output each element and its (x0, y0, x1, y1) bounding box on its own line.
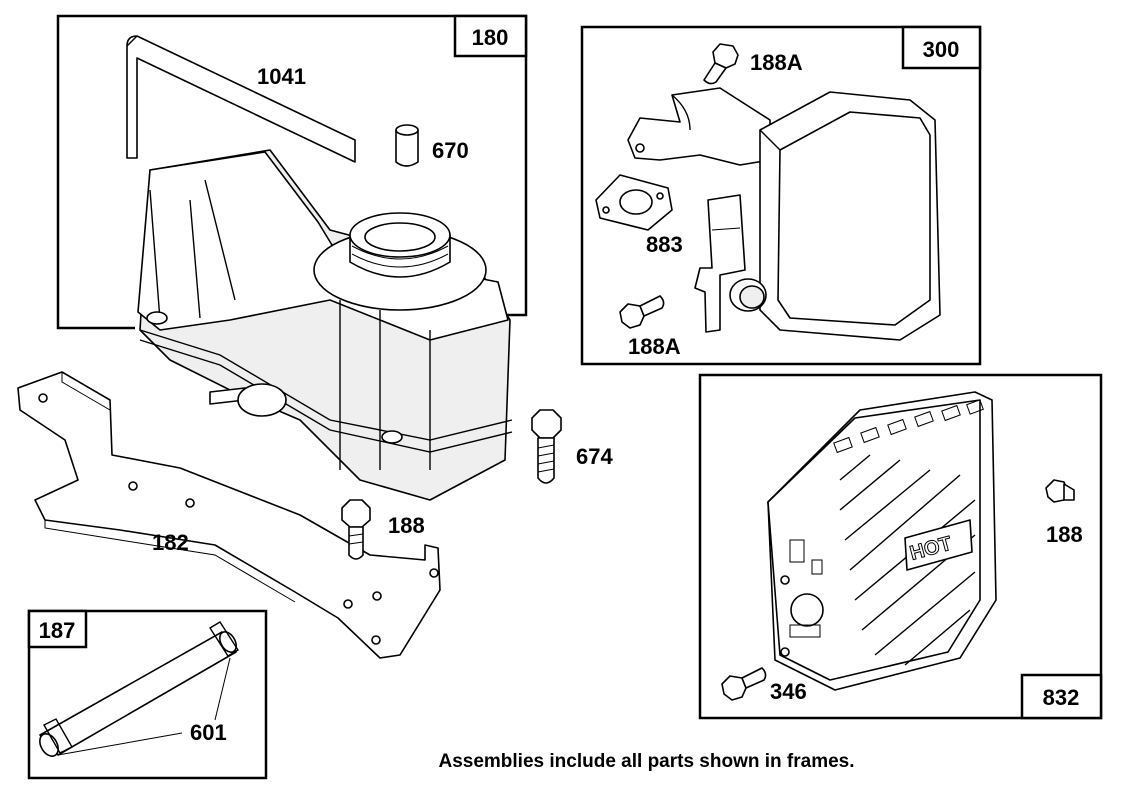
rod-part-1041 (126, 35, 356, 163)
frame-832: 832 (698, 373, 1103, 720)
fuel-line-part-601 (39, 621, 239, 757)
label-674: 674 (576, 444, 613, 469)
label-670: 670 (432, 138, 469, 163)
label-188-guard: 188 (1046, 522, 1083, 547)
bolt-part-188A-top (703, 43, 739, 85)
label-883: 883 (646, 232, 683, 257)
frame-187-label: 187 (39, 618, 76, 643)
label-346: 346 (770, 679, 807, 704)
muffler-guard: HOT (767, 391, 997, 691)
assembly-footnote: Assemblies include all parts shown in fr… (438, 751, 855, 772)
frame-832-label: 832 (1043, 685, 1080, 710)
label-188A-top: 188A (750, 50, 803, 75)
label-188-tank: 188 (388, 513, 425, 538)
fuel-tank (137, 149, 513, 501)
frame-300: 300 (580, 25, 982, 366)
bolt-part-346 (721, 667, 767, 701)
frame-180: 180 (56, 14, 528, 330)
bolt-part-188-guard (1045, 479, 1075, 503)
frame-180-label: 180 (472, 25, 509, 50)
frame-187: 187 (27, 609, 268, 780)
muffler-assembly (595, 87, 941, 341)
spacer-part-670 (395, 124, 419, 167)
label-601: 601 (190, 720, 227, 745)
frame-300-label: 300 (923, 37, 960, 62)
bolt-part-188-tank (341, 499, 371, 560)
label-182: 182 (152, 530, 189, 555)
guard-top-vents (833, 399, 984, 454)
bracket-part-182 (17, 371, 441, 659)
label-1041: 1041 (257, 64, 306, 89)
bolt-part-188A-bottom (619, 295, 665, 329)
bolt-part-674 (531, 409, 562, 484)
label-188A-bottom: 188A (628, 334, 681, 359)
